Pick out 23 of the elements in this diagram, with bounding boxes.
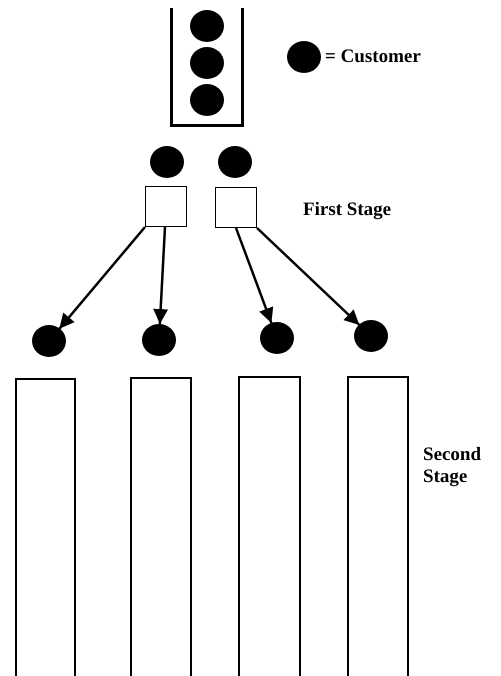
customer-circle (32, 325, 66, 357)
server-box (215, 187, 257, 228)
customer-circle (260, 322, 294, 354)
queue-container (170, 8, 244, 127)
arrow (256, 227, 360, 326)
arrow (234, 228, 274, 324)
arrow (153, 226, 168, 324)
stage-label: First Stage (303, 199, 392, 221)
queue-lane (347, 376, 409, 676)
queue-lane (130, 377, 192, 676)
customer-circle (190, 47, 224, 79)
server-box (145, 186, 187, 227)
customer-circle (354, 320, 388, 352)
stage-label: Second Stage (423, 444, 482, 488)
arrow (58, 226, 146, 330)
queue-lane (238, 376, 301, 676)
customer-circle (142, 324, 176, 356)
customer-circle (218, 146, 252, 178)
queue-lane (15, 378, 76, 676)
legend-text: = Customer (325, 46, 421, 68)
customer-circle (150, 146, 184, 178)
customer-circle (190, 84, 224, 116)
customer-circle (190, 10, 224, 42)
